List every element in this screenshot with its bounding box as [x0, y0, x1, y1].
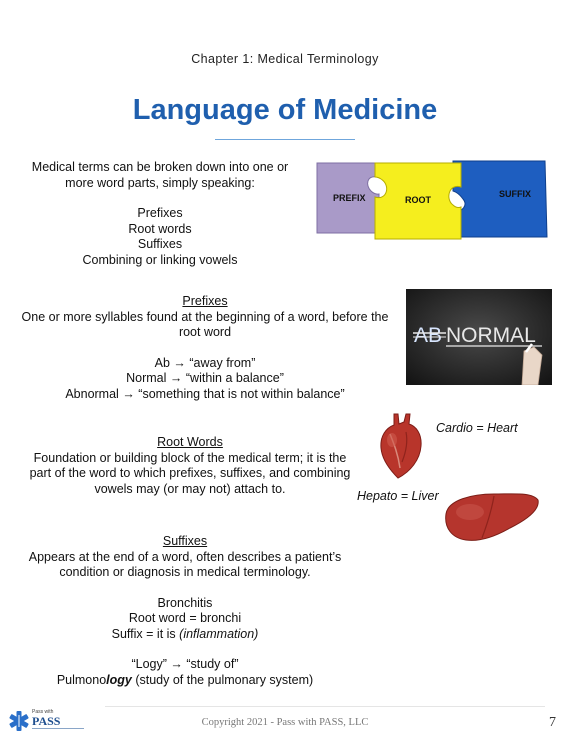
puzzle-prefix-label: PREFIX [333, 193, 366, 203]
star-of-life-icon [9, 711, 29, 731]
prefixes-section: Prefixes One or more syllables found at … [10, 294, 400, 402]
word-part-item: Suffixes [137, 237, 183, 251]
pulmonology-example: Pulmonology (study of the pulmonary syst… [10, 673, 360, 689]
example-meaning: “something that is not within balance” [138, 386, 345, 401]
arrow-icon: → [169, 371, 183, 385]
example-term: Ab [154, 355, 170, 370]
prefix-example: Normal → “within a balance” [10, 371, 400, 387]
page-number: 7 [549, 715, 556, 730]
copyright-text: Copyright 2021 - Pass with PASS, LLC [201, 717, 369, 728]
word-part-item: Prefixes [137, 206, 183, 220]
root-words-heading: Root Words [157, 435, 223, 449]
example-term: Normal [126, 371, 167, 385]
puzzle-illustration: PREFIX ROOT SUFFIX [316, 160, 548, 240]
arrow-icon: → [173, 355, 186, 370]
suffixes-section: Suffixes Appears at the end of a word, o… [10, 534, 360, 688]
prefixes-definition-line: root word [178, 325, 232, 339]
footer-divider [105, 706, 545, 707]
heart-icon [380, 413, 422, 479]
page-title: Language of Medicine [132, 94, 438, 126]
prefixes-heading: Prefixes [182, 294, 228, 308]
chalk-ab: AB [414, 324, 442, 347]
example-meaning: “away from” [189, 355, 256, 370]
word-part-item: Root words [128, 221, 192, 236]
prefix-example: Abnormal → “something that is not within… [10, 387, 400, 403]
chalk-normal: NORMAL [446, 324, 536, 347]
logo-small-text: Pass with [32, 709, 54, 715]
arrow-icon: → [170, 657, 183, 671]
example-term: Abnormal [65, 386, 119, 401]
prefixes-definition-line: One or more syllables found at the begin… [21, 309, 389, 324]
root-words-definition-line: part of the word to which prefixes, suff… [29, 466, 351, 480]
hepato-caption: Hepato = Liver [357, 489, 439, 503]
suffixes-definition-line: Appears at the end of a word, often desc… [28, 549, 342, 564]
pulm-start: Pulmono [56, 672, 107, 687]
root-words-definition-line: Foundation or building block of the medi… [33, 450, 347, 465]
intro-line: Medical terms can be broken down into on… [31, 160, 289, 174]
title-divider [215, 139, 355, 140]
logy-example: “Logy” → “study of” [10, 657, 360, 673]
example-meaning: “within a balance” [185, 371, 284, 385]
suffix-example-root: Root word = bronchi [128, 611, 242, 625]
root-words-definition-line: vowels may (or may not) attach to. [94, 481, 286, 496]
word-part-item: Combining or linking vowels [82, 252, 238, 267]
root-words-section: Root Words Foundation or building block … [10, 435, 370, 497]
suffixes-definition-line: condition or diagnosis in medical termin… [59, 565, 311, 579]
intro-line: more word parts, simply speaking: [65, 175, 255, 190]
liver-icon [445, 493, 539, 541]
logy-term: “Logy” [131, 657, 167, 671]
pulm-end: (study of the pulmonary system) [131, 672, 314, 687]
puzzle-root-label: ROOT [405, 195, 432, 205]
puzzle-suffix-label: SUFFIX [499, 189, 531, 199]
logo-main-text: PASS [32, 714, 61, 728]
intro-section: Medical terms can be broken down into on… [15, 160, 305, 268]
suffix-example-suffix: Suffix = it is (inflammation) [10, 627, 360, 643]
suffix-label: Suffix = it is [111, 626, 180, 641]
cardio-caption: Cardio = Heart [436, 421, 518, 435]
chalkboard-image: AB NORMAL [406, 289, 552, 385]
chapter-heading: Chapter 1: Medical Terminology [191, 52, 379, 66]
pass-logo: Pass with PASS [8, 708, 88, 734]
suffixes-heading: Suffixes [162, 534, 208, 548]
arrow-icon: → [122, 386, 135, 401]
pulm-emphasis: logy [106, 672, 132, 687]
suffix-example-term: Bronchitis [157, 595, 213, 610]
suffix-meaning: (inflammation) [179, 626, 259, 641]
prefix-example: Ab → “away from” [10, 356, 400, 372]
logy-meaning: “study of” [186, 657, 239, 671]
